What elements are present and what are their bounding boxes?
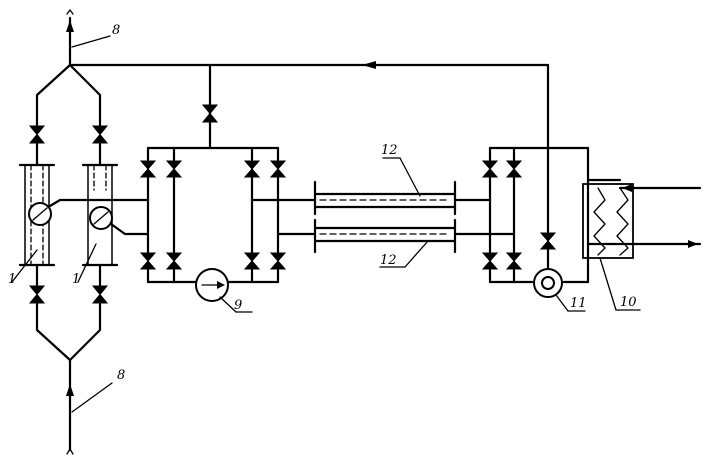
tube-bundle-upper	[313, 180, 457, 216]
label-unit-right: 1	[72, 243, 97, 287]
label-pump-9-text: 9	[234, 298, 242, 313]
return-header	[68, 61, 550, 150]
outlet-line	[35, 9, 102, 112]
column-pump-left	[28, 198, 150, 226]
label-tube-lower: 12	[379, 240, 429, 268]
pump-11	[533, 268, 563, 298]
column-unit-right	[81, 108, 119, 322]
label-tube-lower-text: 12	[380, 253, 397, 268]
label-tube-upper-text: 12	[381, 143, 398, 158]
label-out-8: 8	[71, 23, 120, 48]
label-in-8: 8	[71, 368, 125, 413]
tube-bundle-lower	[313, 218, 457, 254]
column-unit-left	[18, 108, 56, 322]
left-manifold	[146, 146, 317, 284]
label-column-left: 1	[8, 272, 16, 287]
pump-9	[195, 268, 229, 302]
valves	[28, 104, 557, 304]
column-pump-right	[89, 206, 150, 236]
label-out-line: 8	[112, 23, 120, 38]
label-tube-upper: 12	[381, 143, 421, 197]
label-pump-11: 11	[555, 294, 587, 312]
label-in-line: 8	[117, 368, 125, 383]
heat-exchanger-10	[582, 183, 702, 259]
label-exchanger-text: 10	[620, 295, 637, 310]
inlet-line	[35, 318, 102, 455]
right-manifold	[453, 146, 622, 284]
label-unit-left: 1	[8, 249, 38, 287]
label-pump-11-text: 11	[570, 296, 587, 311]
label-pump-9: 9	[219, 296, 253, 313]
label-column-right: 1	[72, 272, 80, 287]
label-exchanger-10: 10	[599, 257, 641, 311]
